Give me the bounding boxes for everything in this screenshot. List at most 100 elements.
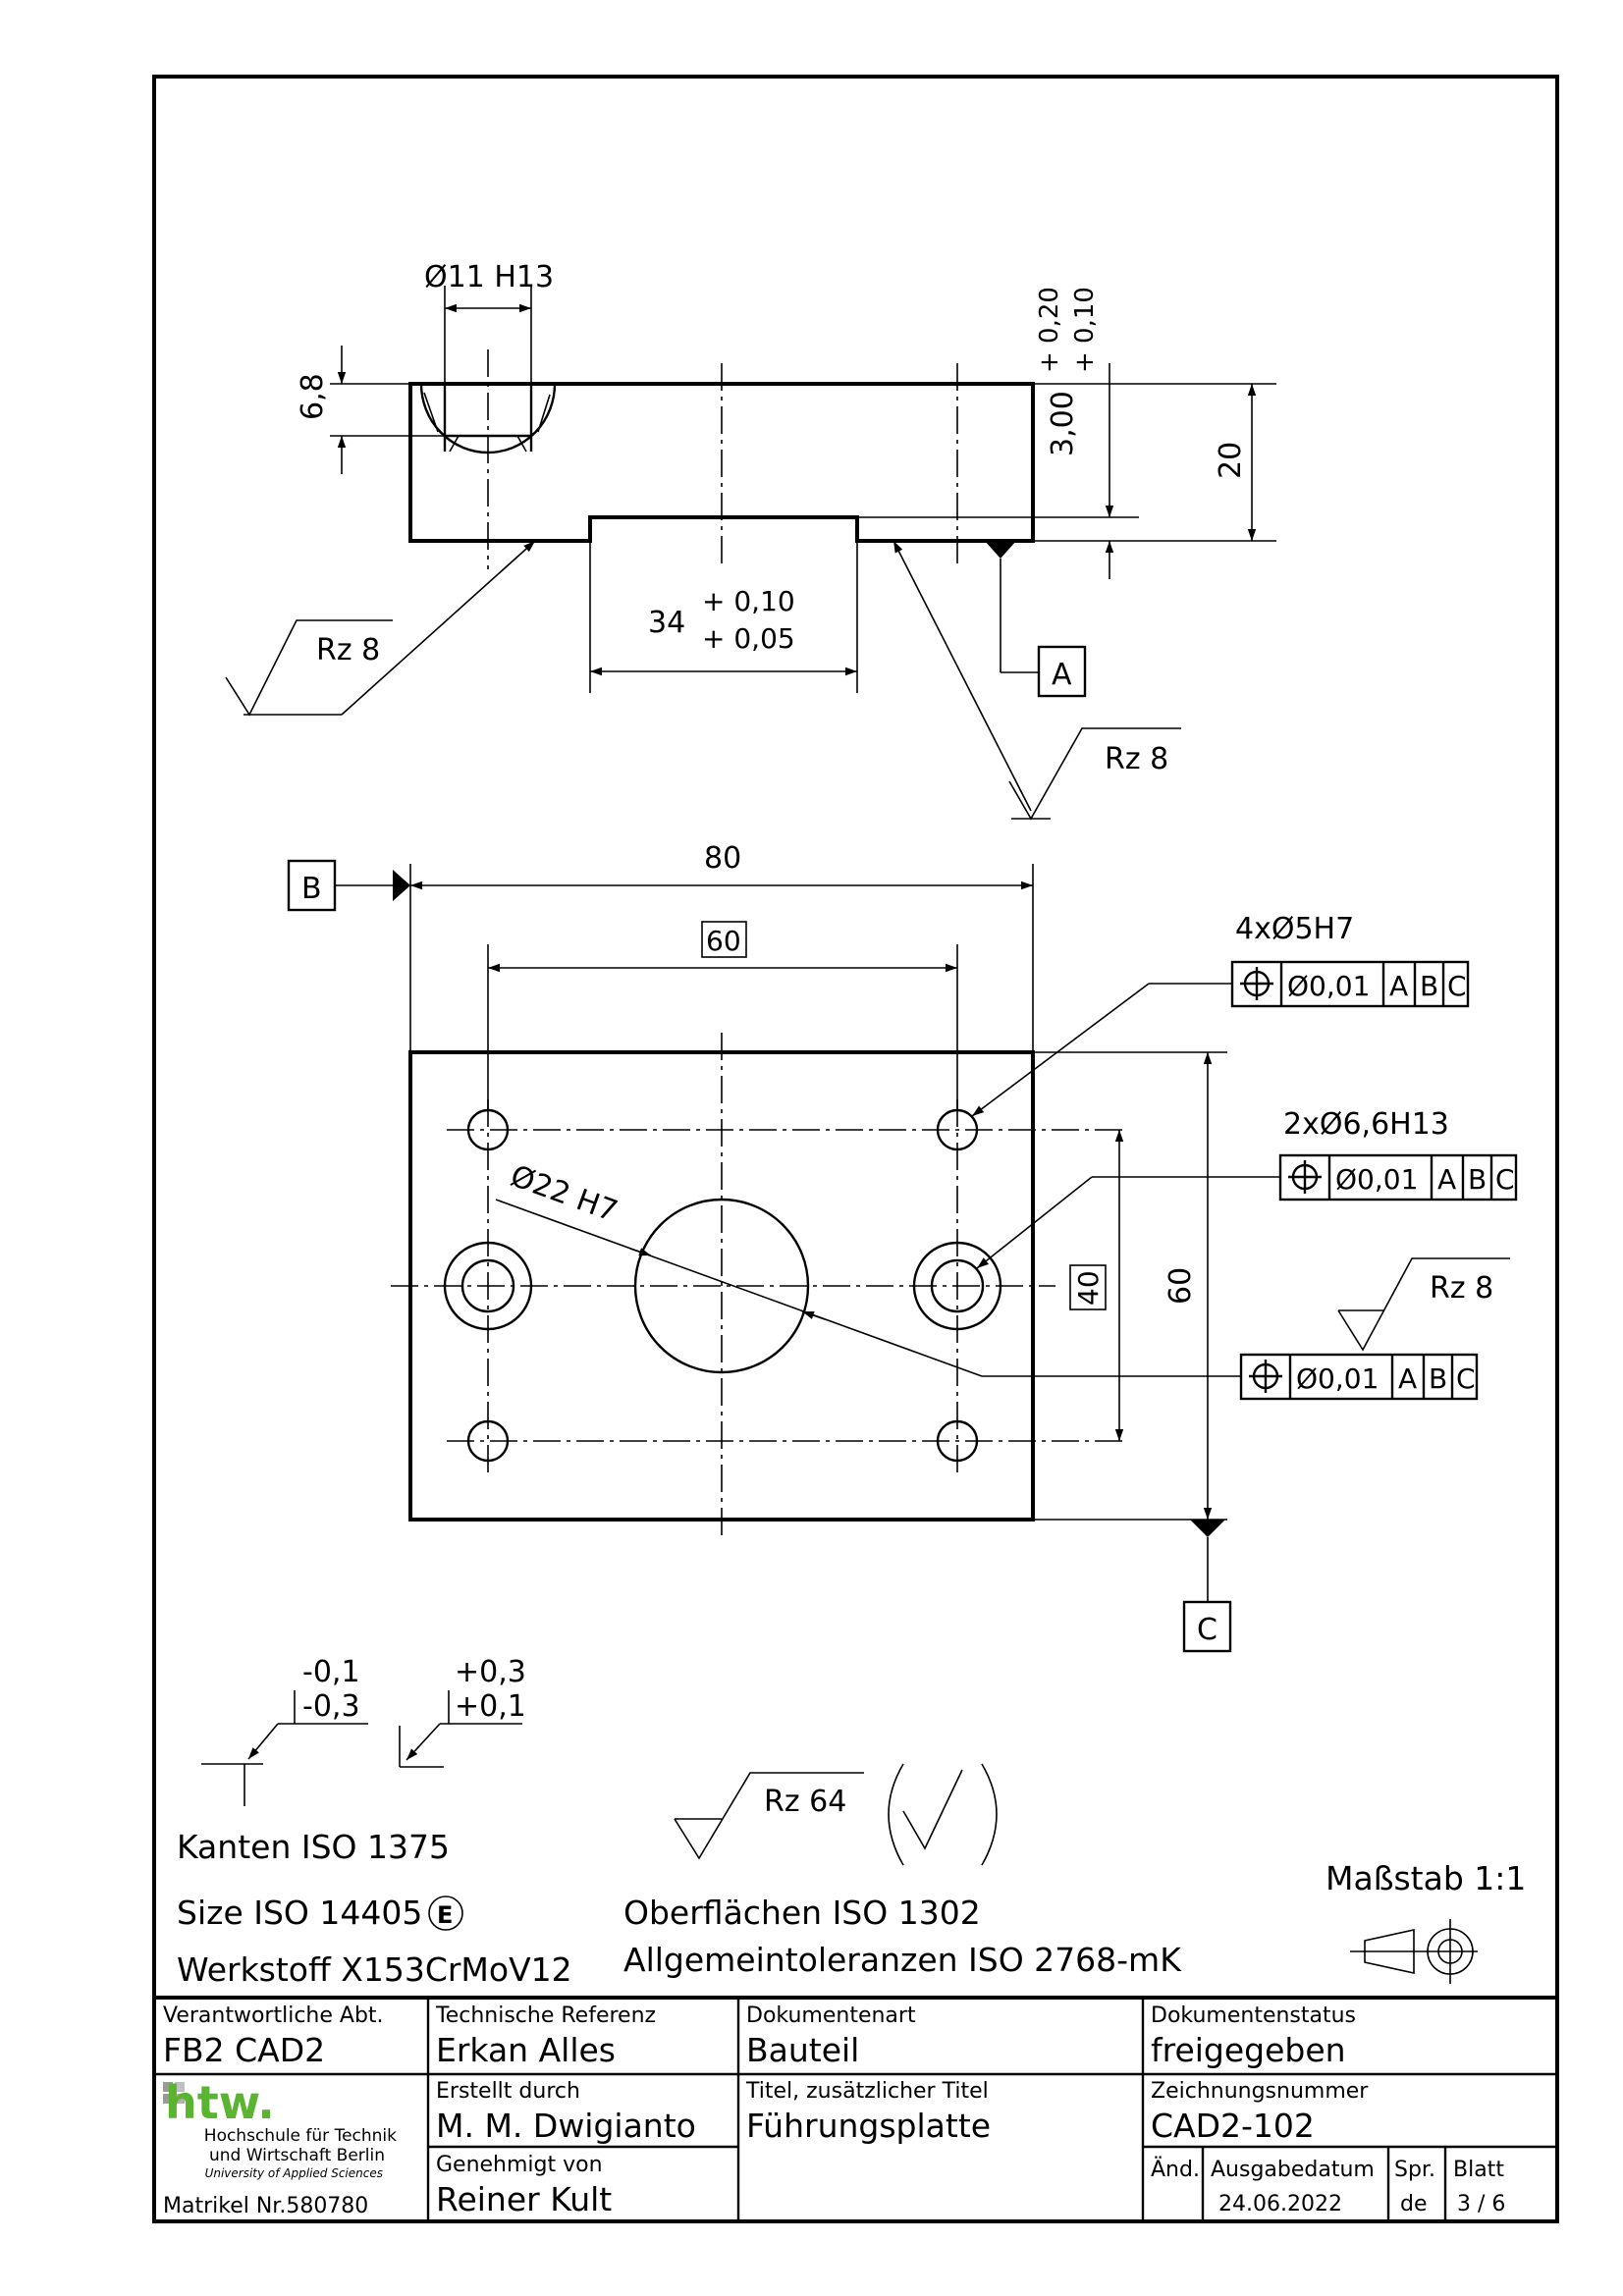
uni-line-1: Hochschule für Technik (204, 2126, 397, 2146)
dim-step-base: 3,00 (1046, 391, 1080, 456)
center-bore (633, 1198, 810, 1374)
created-value: M. M. Dwigianto (436, 2107, 696, 2145)
general-notes: -0,1 -0,3 +0,3 +0,1 Rz 64 Kanten ISO 137… (177, 1655, 1526, 1989)
dept-label: Verantwortliche Abt. (163, 2003, 384, 2028)
drawno-value: CAD2-102 (1151, 2107, 1315, 2145)
dim-slot-base: 34 (648, 606, 685, 640)
lang-label: Spr. (1394, 2158, 1435, 2182)
title-block: Verantwortliche Abt. FB2 CAD2 Technische… (154, 1996, 1557, 2221)
note-size: Size ISO 14405 (177, 1894, 422, 1932)
roughness-symbol-right (1008, 727, 1181, 821)
callout-2-note: 2xØ6,6H13 (1283, 1107, 1449, 1142)
callout-1-datum-a: A (1389, 970, 1408, 1002)
status-value: freigegeben (1151, 2031, 1346, 2069)
envelope-requirement-icon (428, 1896, 463, 1931)
callout-2-datum-c: C (1495, 1163, 1515, 1196)
dim-hole-pitch-x: 60 (706, 925, 741, 957)
callout-3-tolerance: Ø0,01 (1296, 1362, 1379, 1395)
dim-plate-width: 80 (704, 841, 741, 876)
callout-3-roughness: Rz 8 (1430, 1271, 1493, 1306)
dim-step-upper-tol: + 0,20 (1035, 287, 1064, 373)
title-label: Titel, zusätzlicher Titel (745, 2079, 989, 2104)
roughness-left-label: Rz 8 (316, 633, 380, 667)
datum-b-triangle (393, 870, 410, 901)
note-size-mark: E (437, 1901, 453, 1929)
note-tolerances: Allgemeintoleranzen ISO 2768-mK (623, 1941, 1182, 1979)
callout-1-tolerance: Ø0,01 (1287, 970, 1370, 1002)
matrikel: Matrikel Nr.580780 (163, 2194, 368, 2218)
note-material: Werkstoff X153CrMoV12 (177, 1950, 572, 1989)
datum-c-triangle (1190, 1520, 1225, 1537)
roughness-symbol-callout-3 (1337, 1257, 1510, 1352)
note-surfaces: Oberflächen ISO 1302 (623, 1894, 981, 1932)
projection-symbol-icon (1350, 1919, 1478, 1984)
sheet-label: Blatt (1453, 2158, 1504, 2182)
bracket-roughness-check-icon (902, 1769, 963, 1850)
edge-note-2-upper: +0,3 (455, 1655, 526, 1689)
counterbore-right-outer (912, 1241, 1002, 1331)
status-label: Dokumentenstatus (1151, 2003, 1356, 2028)
datum-a-triangle (985, 541, 1016, 559)
uni-line-2: und Wirtschaft Berlin (209, 2146, 385, 2165)
dim-counterbore-depth: 6,8 (296, 373, 330, 420)
dim-hole-pitch-y: 40 (1072, 1270, 1105, 1306)
edge-note-1-upper: -0,1 (302, 1655, 360, 1689)
approved-value: Reiner Kult (436, 2180, 612, 2218)
ref-label: Technische Referenz (435, 2003, 656, 2028)
approved-label: Genehmigt von (436, 2153, 603, 2177)
doctype-value: Bauteil (746, 2031, 859, 2069)
top-view: B 80 60 60 40 C Ø22 H7 4x (287, 841, 1518, 1653)
callout-1-note: 4xØ5H7 (1235, 912, 1354, 946)
general-roughness-label: Rz 64 (764, 1785, 846, 1819)
counterbore-section (419, 383, 557, 454)
roughness-right-label: Rz 8 (1105, 742, 1168, 776)
rev-label: Änd. (1151, 2157, 1200, 2182)
callout-2-datum-a: A (1437, 1163, 1456, 1196)
hole-bottom-left (466, 1419, 510, 1463)
counterbore-right-inner (930, 1258, 985, 1313)
general-roughness-symbol (674, 1772, 864, 1860)
datum-c-label: C (1197, 1613, 1217, 1647)
created-label: Erstellt durch (436, 2079, 580, 2104)
side-view: Ø11 H13 6,8 20 3,00 + 0,20 + 0,10 34 + 0… (225, 260, 1276, 821)
callout-2-tolerance: Ø0,01 (1335, 1163, 1418, 1196)
dim-slot-upper-tol: + 0,10 (702, 585, 795, 617)
uni-line-3: University of Applied Sciences (205, 2166, 383, 2180)
roughness-symbol-left (225, 619, 393, 717)
datum-a-label: A (1052, 658, 1072, 692)
drawing-frame (152, 75, 1559, 2223)
dim-center-bore: Ø22 H7 (506, 1159, 622, 1230)
callout-3-datum-a: A (1398, 1362, 1417, 1395)
callout-1-datum-b: B (1420, 970, 1438, 1002)
callout-3-datum-c: C (1456, 1362, 1476, 1395)
callout-1-datum-c: C (1447, 970, 1467, 1002)
logo-text: htw. (165, 2076, 275, 2129)
callout-2-datum-b: B (1468, 1163, 1487, 1196)
edge-note-2-lower: +0,1 (455, 1689, 526, 1724)
position-symbol-icon (1249, 1360, 1282, 1393)
counterbore-left-outer (443, 1241, 533, 1331)
dim-step-lower-tol: + 0,10 (1070, 287, 1100, 373)
title-value: Führungsplatte (746, 2107, 991, 2145)
position-symbol-icon (1240, 967, 1273, 1000)
dim-plate-height-top: 60 (1163, 1267, 1198, 1305)
ref-value: Erkan Alles (436, 2031, 616, 2069)
callout-3-datum-b: B (1429, 1362, 1447, 1395)
dept-value: FB2 CAD2 (163, 2031, 325, 2069)
note-edges: Kanten ISO 1375 (177, 1828, 450, 1866)
date-label: Ausgabedatum (1211, 2158, 1375, 2182)
dim-slot-lower-tol: + 0,05 (702, 622, 795, 655)
edge-note-1-lower: -0,3 (302, 1689, 360, 1724)
htw-logo: htw. (163, 2076, 275, 2129)
drawno-label: Zeichnungsnummer (1151, 2079, 1369, 2104)
dim-plate-height: 20 (1214, 442, 1248, 479)
position-symbol-icon (1288, 1160, 1322, 1194)
doctype-label: Dokumentenart (746, 2003, 916, 2028)
dim-bore-diameter: Ø11 H13 (424, 260, 554, 294)
date-value: 24.06.2022 (1218, 2192, 1342, 2216)
lang-value: de (1400, 2192, 1428, 2216)
hole-bottom-right (936, 1419, 979, 1463)
datum-b-label: B (301, 872, 322, 906)
counterbore-left-inner (460, 1258, 515, 1313)
